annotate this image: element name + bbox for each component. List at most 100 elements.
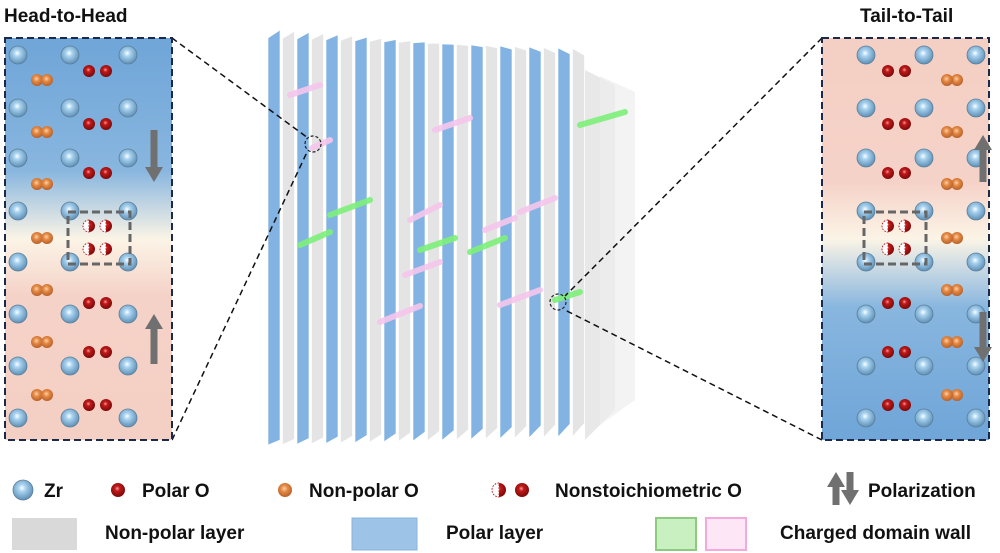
nonpolar-slab (456, 44, 469, 441)
polar-o-atom (83, 297, 95, 309)
legend-nonstoich-o: Nonstoichiometric O (555, 481, 742, 502)
nonpolar-o-atom (951, 232, 963, 244)
nonpolar-o-atom (951, 336, 963, 348)
nonpolar-o-atom (941, 178, 953, 190)
polar-slab (354, 36, 368, 444)
head-to-head-panel (4, 37, 173, 441)
zr-atom (8, 304, 28, 324)
zr-atom (966, 45, 986, 65)
polar-o-atom (100, 297, 112, 309)
polar-o-atom (882, 167, 894, 179)
vacancy-half (898, 219, 906, 233)
polarization-arrow-head (145, 167, 163, 182)
panel-frame (821, 37, 990, 441)
nonpolar-o-atom (941, 389, 953, 401)
zr-atom (914, 252, 934, 272)
zr-atom (856, 98, 876, 118)
vacancy-half (82, 219, 90, 233)
polar-slab (296, 31, 310, 445)
panel-frame (4, 37, 173, 441)
charged-domain-wall (552, 289, 583, 303)
nonpolar-slab (514, 46, 527, 439)
zr-atom (12, 479, 34, 501)
legend-polar-o: Polar O (142, 481, 210, 502)
polar-o-atom (100, 399, 112, 411)
zr-atom (856, 148, 876, 168)
charged-domain-wall (377, 303, 423, 325)
nonpolar-slab (572, 47, 585, 438)
legend-charged-wall: Charged domain wall (780, 523, 972, 544)
nonpolar-o-atom (41, 284, 53, 296)
polarization-arrow-head (974, 347, 992, 362)
zr-atom (60, 356, 80, 376)
charged-domain-wall (577, 109, 628, 128)
polar-slab (470, 44, 484, 441)
polar-o-atom (111, 483, 125, 497)
vacancy-half (881, 219, 889, 233)
nonpolar-o-atom (31, 178, 43, 190)
zoom-connector-line (564, 309, 823, 441)
zr-atom (8, 356, 28, 376)
polar-o-atom (882, 118, 894, 130)
zr-atom (118, 252, 138, 272)
nonpolar-o-atom (31, 74, 43, 86)
zr-atom (914, 304, 934, 324)
polar-o-atom (899, 297, 911, 309)
zr-atom (856, 304, 876, 324)
nonpolar-o-atom (941, 284, 953, 296)
nonpolar-o-atom (31, 126, 43, 138)
legend-icons (12, 472, 859, 551)
zr-atom (118, 98, 138, 118)
polarization-arrow-head (145, 314, 163, 329)
legend-zr: Zr (44, 481, 63, 502)
zr-atom (856, 408, 876, 428)
zoom-marker-right (549, 293, 567, 311)
legend-nonpolar-layer: Non-polar layer (105, 523, 245, 544)
nonpolar-o-atom (951, 126, 963, 138)
tail-to-tail-panel (821, 37, 992, 441)
charged-domain-wall (417, 235, 458, 253)
zr-atom (914, 408, 934, 428)
zoom-connector-line (564, 37, 823, 297)
charged-domain-wall (402, 259, 443, 278)
charged-domain-wall (432, 115, 473, 133)
zoom-marker-left (304, 135, 322, 153)
polar-o-atom (899, 118, 911, 130)
vacancy-half (881, 242, 889, 256)
zr-atom (118, 304, 138, 324)
zoom-connector-line (171, 37, 309, 139)
polarization-arrow-head (827, 472, 845, 487)
polar-o-atom (899, 167, 911, 179)
zr-atom (60, 45, 80, 65)
tail-to-tail-title: Tail-to-Tail (860, 6, 954, 27)
nonpolar-o-atom (941, 336, 953, 348)
charged-domain-wall (497, 287, 543, 308)
zr-atom (8, 98, 28, 118)
polar-o-atom (83, 346, 95, 358)
pink-wall-swatch (705, 517, 747, 551)
layered-cube (171, 29, 823, 446)
zr-atom (118, 408, 138, 428)
zr-atom (8, 201, 28, 221)
nonpolar-o-atom (41, 74, 53, 86)
nonpolar-slab (543, 47, 556, 439)
head-to-head-title: Head-to-Head (4, 6, 128, 27)
polar-slab (412, 41, 426, 442)
charged-domain-wall (467, 235, 508, 255)
nonpolar-o-atom (31, 284, 43, 296)
charged-domain-wall (517, 195, 558, 215)
zr-atom (856, 252, 876, 272)
nonpolar-o-atom (41, 126, 53, 138)
nonpolar-o-atom (951, 74, 963, 86)
charged-domain-wall (482, 215, 518, 233)
zoom-connector-line (171, 149, 309, 441)
zr-atom (118, 148, 138, 168)
polar-slab (557, 47, 571, 438)
zr-atom (856, 45, 876, 65)
zr-atom (8, 45, 28, 65)
nonpolar-slab (600, 76, 635, 425)
polar-o-atom (83, 118, 95, 130)
zr-atom (60, 304, 80, 324)
charged-domain-wall (327, 197, 373, 218)
